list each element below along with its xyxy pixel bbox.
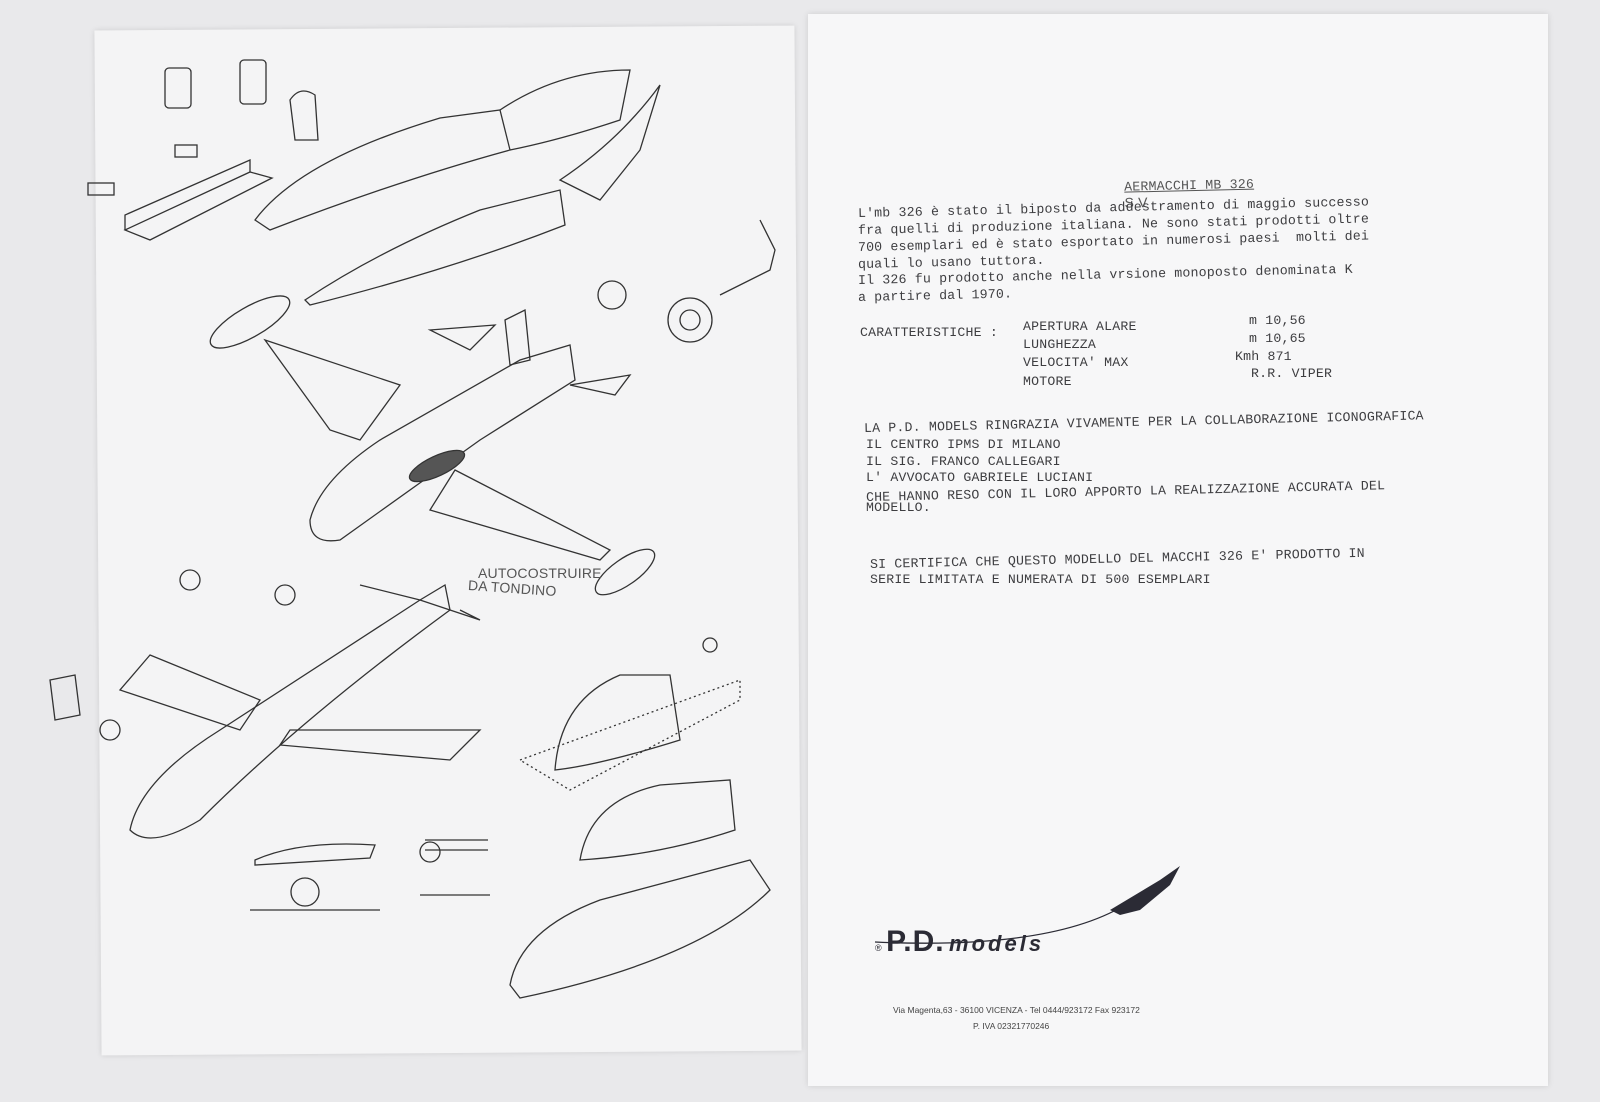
spec-name: VELOCITA' MAX xyxy=(1023,355,1129,370)
thanks-line: IL SIG. FRANCO CALLEGARI xyxy=(866,454,1061,469)
spec-name: MOTORE xyxy=(1023,374,1072,389)
spec-value: R.R. VIPER xyxy=(1251,366,1333,381)
underside-view-drawing xyxy=(49,569,482,839)
company-vat: P. IVA 02321770246 xyxy=(973,1021,1050,1031)
spec-value: m 10,65 xyxy=(1249,331,1306,346)
specs-label: CARATTERISTICHE : xyxy=(860,325,998,340)
logo-brand: P.D. xyxy=(886,925,945,958)
right-info-sheet xyxy=(808,14,1548,1086)
company-address: Via Magenta,63 - 36100 VICENZA - Tel 044… xyxy=(893,1005,1140,1015)
swoosh-line xyxy=(874,904,1126,944)
spec-name: LUNGHEZZA xyxy=(1023,337,1097,352)
thanks-line: L' AVVOCATO GABRIELE LUCIANI xyxy=(866,470,1094,485)
pd-models-logo: ® P.D. models xyxy=(875,925,1044,959)
thanks-line: IL CENTRO IPMS DI MILANO xyxy=(866,437,1061,452)
fuselage-halves-drawing xyxy=(254,69,661,306)
registered-mark: ® xyxy=(875,943,882,953)
logo-suffix: models xyxy=(949,931,1045,956)
cockpit-tub-drawing xyxy=(87,59,319,241)
thanks-line: MODELLO. xyxy=(866,500,931,515)
spec-value: m 10,56 xyxy=(1249,313,1306,328)
canopy-drawings xyxy=(509,637,771,999)
spec-name: APERTURA ALARE xyxy=(1023,319,1137,334)
aircraft-assembly-drawing xyxy=(209,219,776,596)
spec-value: Kmh 871 xyxy=(1235,349,1292,364)
annotation-line-1: AUTOCOSTRUIRE xyxy=(478,565,602,581)
jet-silhouette-icon xyxy=(1110,866,1180,915)
gear-detail-drawings xyxy=(250,839,490,911)
certification-line: SERIE LIMITATA E NUMERATA DI 500 ESEMPLA… xyxy=(870,572,1211,587)
